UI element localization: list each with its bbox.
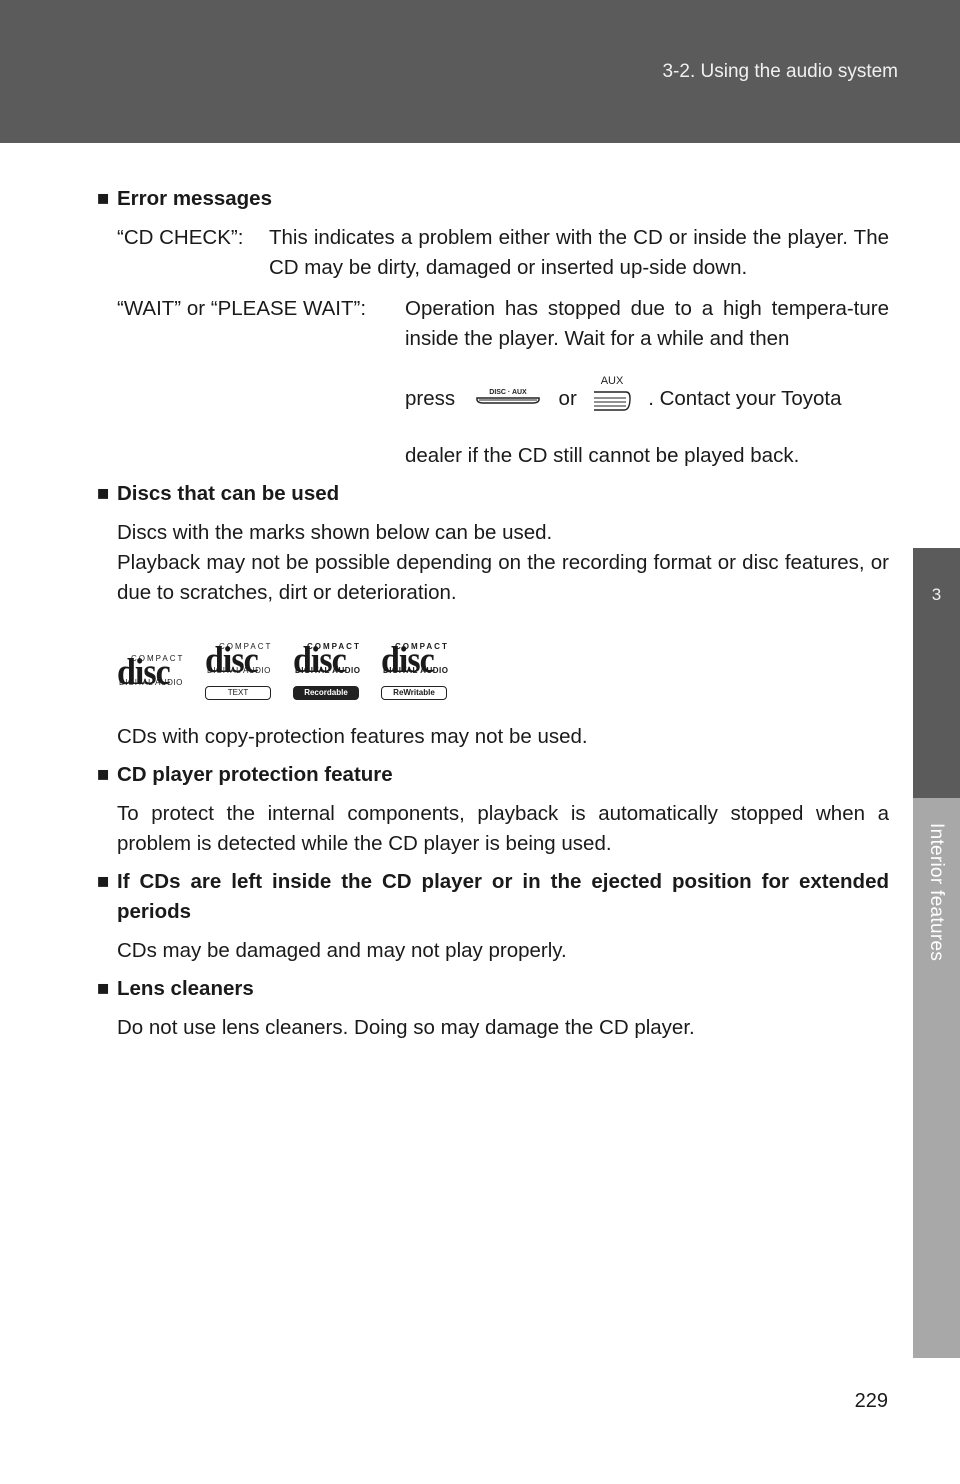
chapter-number-tab <box>913 548 960 798</box>
section-title-error-messages: ■Error messages <box>97 184 889 214</box>
chapter-number: 3 <box>931 585 942 604</box>
section-title-left-inside: ■If CDs are left inside the CD player or… <box>97 867 889 927</box>
compact-disc-rewritable-logo: COMPACT disc DIGITAL AUDIO ReWritable <box>381 630 448 700</box>
discs-paragraph-1: Discs with the marks shown below can be … <box>117 521 553 544</box>
definition-cd-check: “CD CHECK”: This indicates a problem eit… <box>97 223 889 283</box>
svg-text:AUX: AUX <box>601 375 624 387</box>
desc-wait-1: Operation has stopped due to a high temp… <box>405 297 889 350</box>
compact-disc-logo: COMPACT disc DIGITAL AUDIO <box>117 652 185 693</box>
page-number: 229 <box>854 1390 888 1412</box>
compact-disc-recordable-logo: COMPACT disc DIGITAL AUDIO Recordable <box>293 630 360 700</box>
bullet-icon: ■ <box>97 977 110 1000</box>
section-breadcrumb: 3-2. Using the audio system <box>662 61 898 82</box>
protection-paragraph: To protect the internal components, play… <box>117 802 889 855</box>
svg-text:DISC · AUX: DISC · AUX <box>489 389 527 396</box>
disc-aux-button-icon: DISC · AUX <box>475 383 541 417</box>
compact-disc-text-logo: COMPACT disc DIGITAL AUDIO TEXT <box>205 630 271 700</box>
term-wait: “WAIT” or “PLEASE WAIT”: <box>117 297 367 320</box>
disc-logos: COMPACT disc DIGITAL AUDIO COMPACT disc … <box>117 640 889 700</box>
discs-paragraph-2: Playback may not be possible depending o… <box>117 551 889 604</box>
section-title-protection: ■CD player protection feature <box>97 760 889 790</box>
page-header: 3-2. Using the audio system <box>0 0 960 143</box>
bullet-icon: ■ <box>97 870 110 893</box>
desc-wait-press: press DISC · AUX or AUX <box>405 372 889 427</box>
page-content: ■Error messages “CD CHECK”: This indicat… <box>97 184 889 1043</box>
definition-wait: “WAIT” or “PLEASE WAIT”: Operation has s… <box>97 294 889 471</box>
bullet-icon: ■ <box>97 482 110 505</box>
term-cd-check: “CD CHECK”: <box>117 226 244 249</box>
lens-cleaners-paragraph: Do not use lens cleaners. Doing so may d… <box>117 1016 695 1039</box>
bullet-icon: ■ <box>97 763 110 786</box>
chapter-label-tab <box>913 798 960 1358</box>
chapter-label: Interior features <box>926 823 947 962</box>
section-title-lens-cleaners: ■Lens cleaners <box>97 974 889 1004</box>
left-inside-paragraph: CDs may be damaged and may not play prop… <box>117 939 567 962</box>
desc-cd-check: This indicates a problem either with the… <box>269 226 889 279</box>
section-title-discs: ■Discs that can be used <box>97 479 889 509</box>
discs-paragraph-3: CDs with copy-protection features may no… <box>117 725 588 748</box>
bullet-icon: ■ <box>97 187 110 210</box>
chapter-side-tab: 3 Interior features <box>913 143 960 1484</box>
aux-button-icon: AUX <box>590 372 634 427</box>
desc-wait-3: dealer if the CD still cannot be played … <box>405 444 800 467</box>
